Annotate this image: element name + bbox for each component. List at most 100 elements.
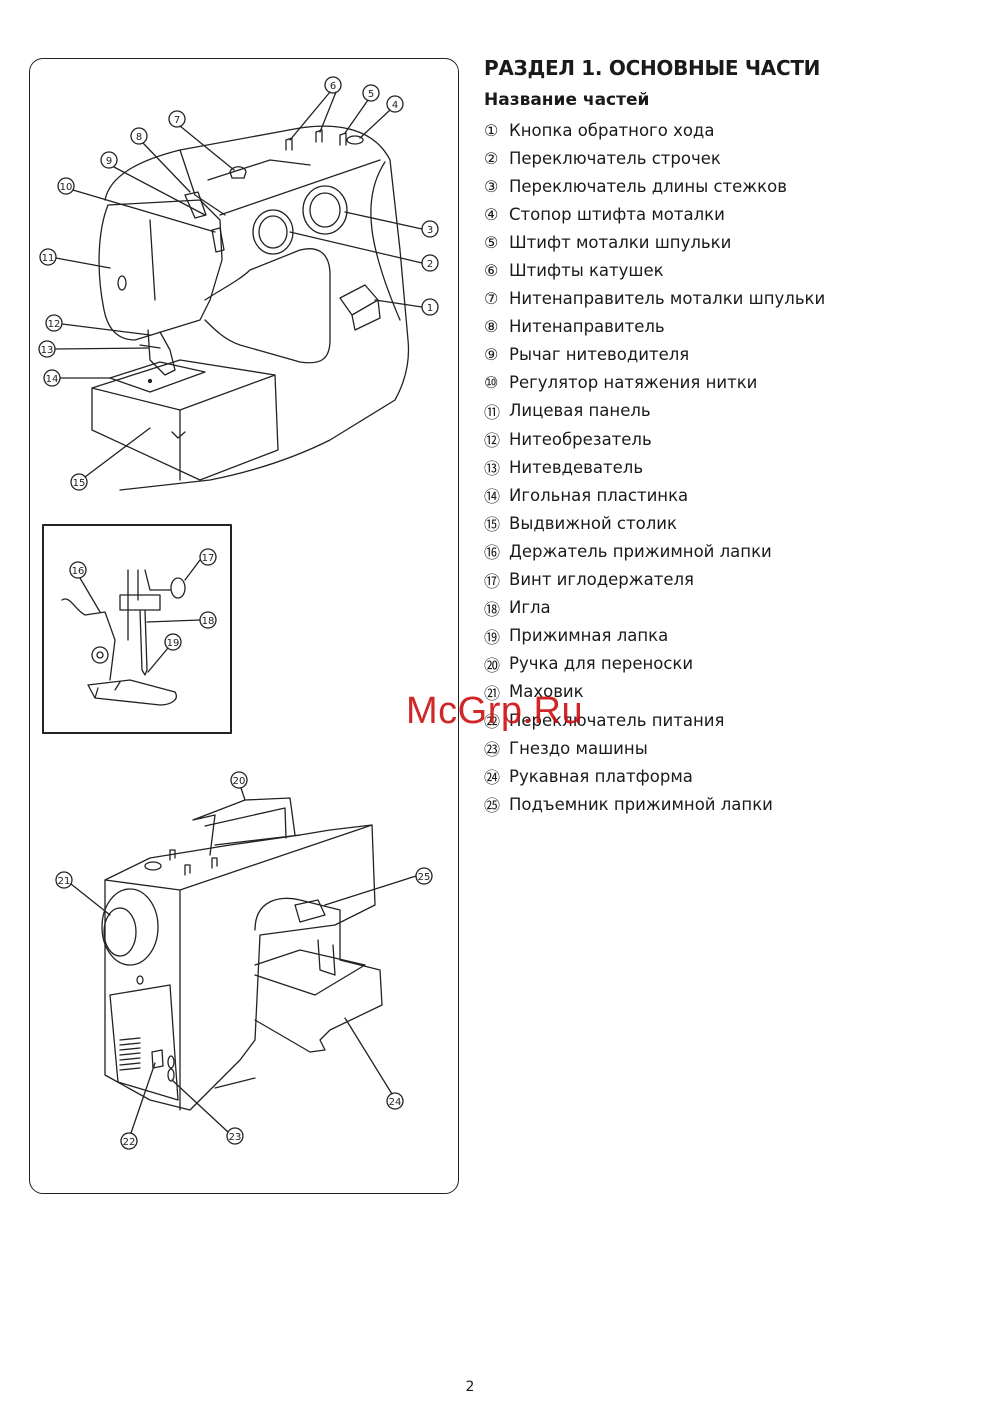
parts-list: ① Кнопка обратного хода ② Переключатель стр… bbox=[484, 116, 825, 818]
parts-list-item: ① Кнопка обратного хода bbox=[484, 116, 825, 144]
part-number-marker: ㉕ bbox=[484, 796, 501, 816]
part-label: Штифты катушек bbox=[509, 261, 664, 281]
part-label: Штифт моталки шпульки bbox=[509, 232, 732, 252]
part-number-marker: ⑨ bbox=[484, 345, 499, 365]
callout-14: 14 bbox=[46, 374, 59, 385]
part-label: Нитевдеватель bbox=[509, 457, 644, 477]
callout-12: 12 bbox=[48, 319, 61, 330]
callout-15: 15 bbox=[73, 478, 86, 489]
part-number-marker: ⑧ bbox=[484, 317, 499, 337]
part-number-marker: ㉔ bbox=[484, 768, 501, 788]
part-label: Переключатель длины стежков bbox=[509, 176, 787, 196]
part-label: Подъемник прижимной лапки bbox=[509, 794, 773, 814]
parts-list-item: ⑳ Ручка для переноски bbox=[484, 650, 825, 678]
callout-21: 21 bbox=[58, 876, 71, 887]
callout-5: 5 bbox=[368, 89, 374, 100]
parts-list-item: ㉑ Маховик bbox=[484, 678, 825, 706]
part-number-marker: ⑩ bbox=[484, 373, 499, 393]
callout-6: 6 bbox=[330, 81, 336, 92]
part-label: Кнопка обратного хода bbox=[509, 120, 715, 140]
sewing-machine-illustrations: 6 5 4 7 8 9 10 11 12 13 14 15 3 2 1 16 1… bbox=[38, 76, 439, 1150]
part-number-marker: ① bbox=[484, 120, 499, 140]
callout-25: 25 bbox=[418, 872, 431, 883]
callout-20: 20 bbox=[233, 776, 246, 787]
parts-list-item: ⑦ Нитенаправитель моталки шпульки bbox=[484, 285, 825, 313]
part-number-marker: ⑮ bbox=[484, 515, 501, 535]
parts-list-item: ⑮ Выдвижной столик bbox=[484, 509, 825, 537]
callout-8: 8 bbox=[136, 132, 142, 143]
part-number-marker: ㉑ bbox=[484, 683, 501, 703]
page-number: 2 bbox=[465, 1379, 475, 1395]
part-label: Игольная пластинка bbox=[509, 485, 689, 505]
parts-list-item: ⑨ Рычаг нитеводителя bbox=[484, 341, 825, 369]
parts-list-item: ⑩ Регулятор натяжения нитки bbox=[484, 369, 825, 397]
parts-list-item: ⑬ Нитевдеватель bbox=[484, 453, 825, 481]
needle-inset-frame bbox=[42, 524, 232, 734]
parts-list-item: ⑫ Нитеобрезатель bbox=[484, 425, 825, 453]
part-number-marker: ⑪ bbox=[484, 402, 501, 422]
part-number-marker: ⑳ bbox=[484, 655, 501, 675]
front-view-callouts: 6 5 4 7 8 9 10 11 12 13 14 15 3 2 1 bbox=[38, 76, 439, 491]
part-number-marker: ⑬ bbox=[484, 459, 501, 479]
machine-front-view bbox=[91, 125, 410, 491]
part-label: Регулятор натяжения нитки bbox=[509, 373, 758, 393]
callout-16: 16 bbox=[72, 566, 85, 577]
part-number-marker: ③ bbox=[484, 176, 499, 196]
part-number-marker: ⑰ bbox=[484, 571, 501, 591]
parts-list-item: ㉒ Переключатель питания bbox=[484, 706, 825, 734]
part-label: Стопор штифта моталки bbox=[509, 204, 725, 224]
part-label: Гнездо машины bbox=[509, 738, 648, 758]
callout-19: 19 bbox=[167, 638, 180, 649]
part-label: Нитенаправитель моталки шпульки bbox=[509, 289, 826, 309]
callout-2: 2 bbox=[427, 259, 433, 270]
parts-list-item: ② Переключатель строчек bbox=[484, 144, 825, 172]
part-label: Ручка для переноски bbox=[509, 654, 694, 674]
parts-list-item: ③ Переключатель длины стежков bbox=[484, 172, 825, 200]
part-label: Рычаг нитеводителя bbox=[509, 345, 690, 365]
part-number-marker: ⑱ bbox=[484, 599, 501, 619]
part-label: Маховик bbox=[509, 682, 584, 702]
part-label: Лицевая панель bbox=[509, 401, 651, 421]
callout-18: 18 bbox=[202, 616, 215, 627]
figure-frame bbox=[29, 58, 459, 1194]
callout-23: 23 bbox=[229, 1132, 242, 1143]
part-label: Переключатель питания bbox=[509, 710, 725, 730]
part-label: Прижимная лапка bbox=[509, 626, 669, 646]
parts-list-item: ⑯ Держатель прижимной лапки bbox=[484, 537, 825, 565]
section-title: РАЗДЕЛ 1. ОСНОВНЫЕ ЧАСТИ bbox=[484, 56, 821, 80]
callout-3: 3 bbox=[427, 225, 433, 236]
part-number-marker: ⑦ bbox=[484, 289, 499, 309]
rear-view-callouts: 20 21 25 24 22 23 bbox=[55, 771, 433, 1150]
part-label: Держатель прижимной лапки bbox=[509, 541, 772, 561]
callout-4: 4 bbox=[392, 100, 398, 111]
watermark: McGrp.Ru bbox=[406, 690, 584, 732]
callout-24: 24 bbox=[389, 1097, 402, 1108]
callout-22: 22 bbox=[123, 1137, 136, 1148]
parts-list-item: ⑪ Лицевая панель bbox=[484, 397, 825, 425]
part-number-marker: ⑯ bbox=[484, 543, 501, 563]
part-number-marker: ⑤ bbox=[484, 232, 499, 252]
part-number-marker: ㉓ bbox=[484, 740, 501, 760]
callout-13: 13 bbox=[41, 345, 54, 356]
parts-list-heading: Название частей bbox=[484, 90, 650, 110]
part-label: Выдвижной столик bbox=[509, 513, 677, 533]
callout-10: 10 bbox=[60, 182, 73, 193]
callout-7: 7 bbox=[174, 115, 180, 126]
machine-rear-view bbox=[101, 797, 383, 1111]
part-label: Переключатель строчек bbox=[509, 148, 721, 168]
part-number-marker: ⑫ bbox=[484, 431, 501, 451]
callout-11: 11 bbox=[42, 253, 55, 264]
callout-1: 1 bbox=[427, 303, 433, 314]
part-label: Нитеобрезатель bbox=[509, 429, 652, 449]
parts-list-item: ㉕ Подъемник прижимной лапки bbox=[484, 790, 825, 818]
part-number-marker: ② bbox=[484, 148, 499, 168]
part-number-marker: ㉒ bbox=[484, 712, 501, 732]
callout-9: 9 bbox=[106, 156, 112, 167]
